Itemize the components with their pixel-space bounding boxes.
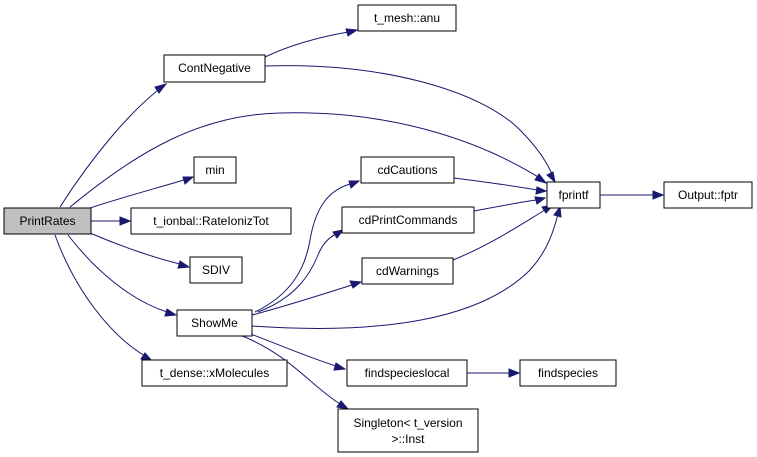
node-output-fptr[interactable]: Output::fptr [663, 181, 753, 209]
edge-showme-cdprintcommands [257, 229, 345, 313]
edge-showme-fprintf [251, 205, 562, 329]
node-findspecieslocal[interactable]: findspecieslocal [346, 359, 468, 387]
svg-text:fprintf: fprintf [558, 188, 589, 202]
svg-text:t_mesh::anu: t_mesh::anu [374, 11, 440, 25]
node-findspecies[interactable]: findspecies [519, 359, 617, 387]
node-sdiv[interactable]: SDIV [189, 256, 243, 284]
edge-printrates-xmolecules [54, 234, 154, 362]
svg-text:cdCautions: cdCautions [377, 163, 437, 177]
node-t-mesh-anu[interactable]: t_mesh::anu [357, 4, 457, 32]
node-cdcautions[interactable]: cdCautions [360, 156, 455, 184]
edge-showme-singleton [239, 334, 350, 410]
edge-printrates-rateioniztot [91, 216, 132, 226]
node-fprintf[interactable]: fprintf [546, 181, 601, 209]
edge-showme-findspecieslocal [247, 332, 347, 371]
edge-printrates-showme [67, 234, 178, 317]
edge-printrates-min [89, 176, 195, 209]
node-showme[interactable]: ShowMe [176, 309, 253, 337]
edge-printrates-contnegative [59, 83, 168, 208]
svg-text:findspecies: findspecies [538, 366, 598, 380]
node-printrates[interactable]: PrintRates [3, 207, 92, 235]
svg-text:Singleton< t_version: Singleton< t_version [353, 416, 462, 430]
svg-text:>::Inst: >::Inst [391, 432, 425, 446]
svg-text:SDIV: SDIV [202, 263, 230, 277]
edge-cdprintcommands-fprintf [473, 196, 547, 212]
svg-text:min: min [205, 163, 224, 177]
svg-text:findspecieslocal: findspecieslocal [365, 366, 450, 380]
node-t-ionbal-rateioniztot[interactable]: t_ionbal::RateIonizTot [130, 207, 292, 235]
node-cdwarnings[interactable]: cdWarnings [361, 257, 454, 285]
svg-text:t_ionbal::RateIonizTot: t_ionbal::RateIonizTot [153, 214, 269, 228]
node-singleton-t-version-inst[interactable]: Singleton< t_version >::Inst [337, 408, 479, 453]
svg-text:t_dense::xMolecules: t_dense::xMolecules [160, 366, 269, 380]
edge-findspecieslocal-findspecies [467, 368, 521, 378]
edge-showme-cdcautions [254, 180, 361, 313]
svg-text:ContNegative: ContNegative [178, 61, 251, 75]
svg-text:Output::fptr: Output::fptr [678, 188, 738, 202]
svg-text:ShowMe: ShowMe [191, 316, 238, 330]
node-t-dense-xmolecules[interactable]: t_dense::xMolecules [141, 359, 288, 387]
edge-printrates-fprintf [69, 112, 548, 208]
edge-cdcautions-fprintf [453, 177, 548, 195]
node-cdprintcommands[interactable]: cdPrintCommands [341, 206, 475, 234]
svg-text:PrintRates: PrintRates [19, 214, 75, 228]
edge-contnegative-anu [264, 28, 359, 58]
edge-contnegative-fprintf [264, 65, 556, 184]
edge-printrates-sdiv [89, 232, 191, 269]
node-min[interactable]: min [193, 156, 237, 184]
edge-fprintf-fptr [600, 190, 665, 200]
svg-text:cdPrintCommands: cdPrintCommands [359, 213, 458, 227]
edge-showme-cdwarnings [251, 280, 363, 316]
node-contnegative[interactable]: ContNegative [163, 54, 266, 83]
svg-text:cdWarnings: cdWarnings [376, 264, 439, 278]
